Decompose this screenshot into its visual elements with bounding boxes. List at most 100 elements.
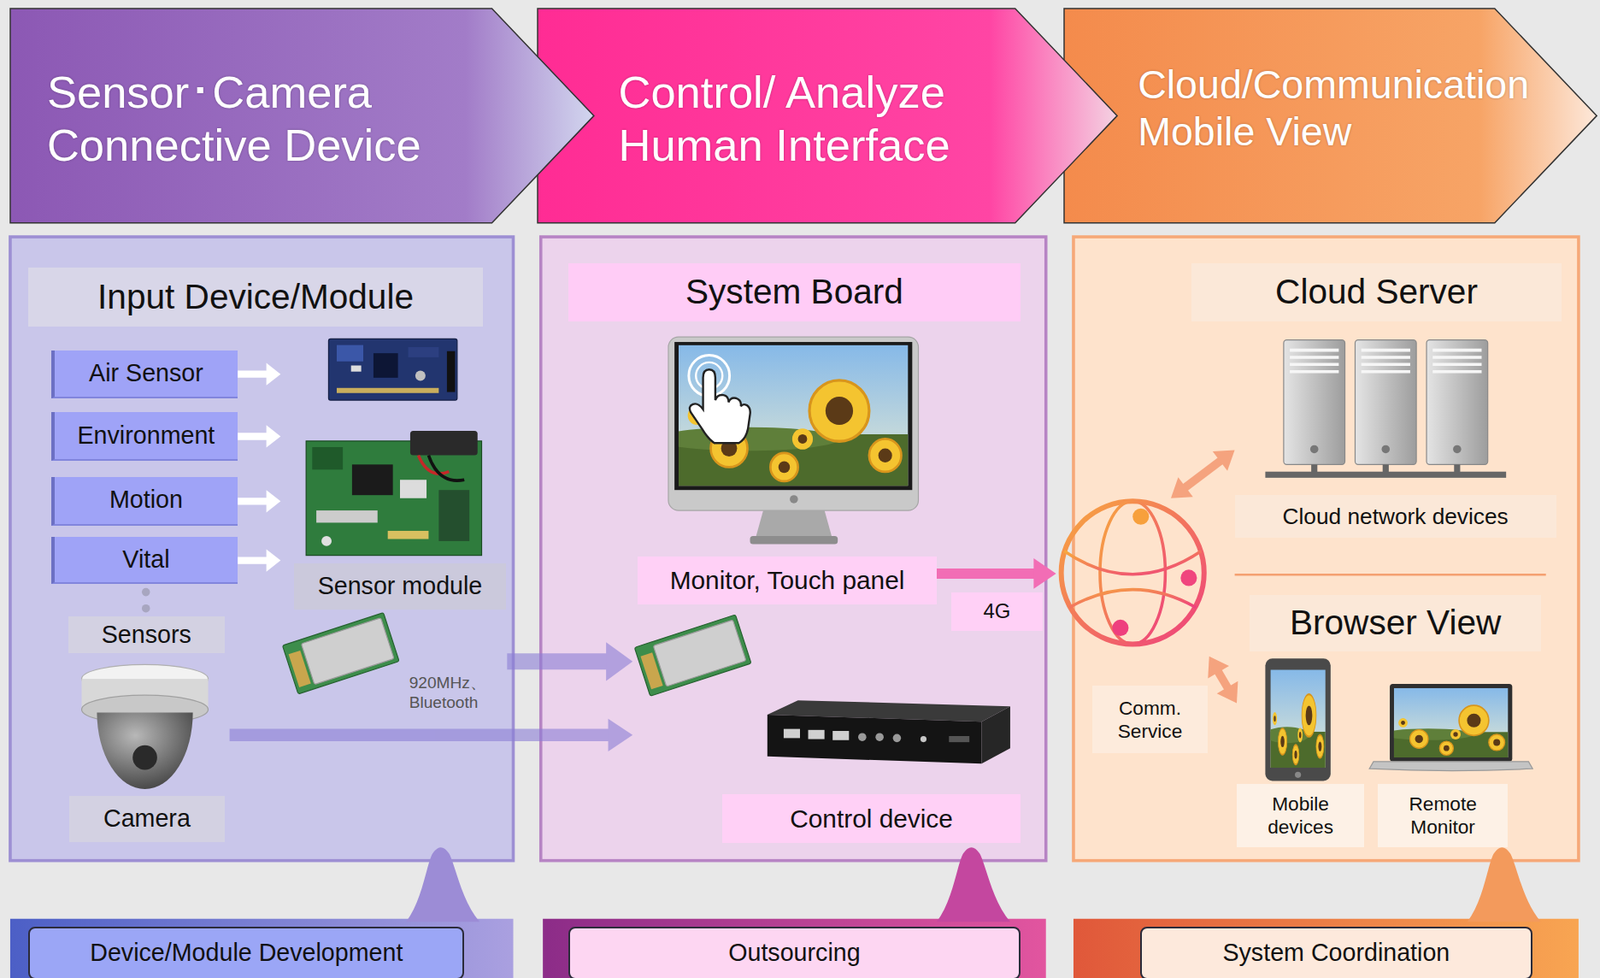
node-text: System Board [685, 271, 904, 313]
text-box: System Board [568, 263, 1021, 322]
air-sensor-board [408, 347, 440, 358]
monitor [750, 535, 839, 545]
mini-pc [858, 732, 867, 742]
mini-pc [808, 729, 825, 740]
sensor-module-board [311, 447, 343, 470]
browser-view-group: Mobile devicesRemote MonitorBrowser View [1236, 594, 1557, 853]
stage-panel: Monitor, Touch panelControl device System… [541, 236, 1047, 861]
node-text: Control/ Analyze Human Interface [617, 65, 979, 172]
connector-shaft [1183, 459, 1222, 489]
sensor-module-board [388, 530, 430, 540]
air-sensor-board [328, 338, 457, 400]
connector-arrow [936, 558, 1057, 589]
text-box: Motion [54, 476, 238, 524]
bottom-band [405, 847, 480, 922]
edge-label-box: 920MHz、Bluetooth [408, 670, 514, 715]
monitor [655, 336, 918, 544]
chevron-header: Sensor･Camera Connective Device [10, 8, 595, 224]
connector-arrow [1170, 449, 1236, 498]
connector-arrow [237, 489, 281, 512]
mini-pc [767, 700, 1011, 764]
connector-shaft [506, 652, 609, 670]
edge-label-box: 4G [951, 592, 1043, 631]
chevron-header: Cloud/Communication Mobile View [1064, 8, 1597, 224]
connector-arrow [1207, 656, 1238, 704]
sensor-module-board [305, 441, 482, 556]
sensor-module-board [321, 535, 332, 547]
panel-ground [10, 236, 514, 861]
text-box: Comm. Service [1092, 685, 1208, 753]
chevron-outline [537, 8, 1118, 224]
text-box: Sensor･Camera Connective Device [47, 61, 479, 177]
role-box: Device/Module Development [28, 926, 465, 978]
server-rack [1453, 464, 1460, 473]
network-globe [1064, 551, 1201, 575]
sensor-module-board [316, 510, 378, 523]
mobile-device-group: Mobile devices [1238, 656, 1362, 849]
bottom-band [936, 847, 1011, 922]
panel-ground [10, 236, 1579, 861]
connector-shaft [237, 497, 268, 505]
text-box: Camera [69, 795, 224, 842]
role-box: Outsourcing [568, 926, 1021, 978]
node-text: Cloud/Communication Mobile View [1137, 61, 1570, 156]
arrow-head [1217, 681, 1239, 704]
sensor-module-board [410, 430, 478, 456]
ellipsis-dots [141, 588, 151, 613]
mini-pc [875, 732, 884, 742]
text-box: System Coordination [1141, 928, 1532, 978]
ellipsis-dots [141, 604, 151, 613]
stage-panel: Cloud network devicesMobile devicesRemot… [1073, 236, 1579, 861]
arrow-head [266, 424, 282, 448]
network-globe [1180, 569, 1197, 586]
sensor-module-board [400, 479, 427, 498]
node-text: Browser View [1289, 602, 1501, 644]
separator-line [1235, 573, 1547, 576]
connector-shaft [237, 556, 268, 564]
network-globe [1111, 619, 1129, 636]
text-box: Vital [54, 536, 238, 583]
text-box: Cloud/Communication Mobile View [1137, 57, 1570, 159]
radio-module [282, 612, 400, 695]
sensors-label-box: Sensors [68, 616, 225, 653]
text-box: Outsourcing [570, 928, 1019, 978]
air-sensor-board [373, 352, 399, 378]
arrow-head [1207, 656, 1230, 679]
stage-panel: Air SensorEnvironmentMotionVitalSensorsS… [10, 236, 514, 861]
monitor [689, 369, 751, 443]
text-box: Cloud network devices [1235, 494, 1557, 538]
node-text: System Coordination [1222, 938, 1450, 968]
connector-shaft [1217, 670, 1230, 689]
connector-arrow [237, 363, 281, 386]
sensor-module-board [428, 455, 465, 482]
server-rack [1311, 464, 1318, 473]
chevron-outline [1064, 8, 1597, 224]
text-box: Cloud Server [1191, 263, 1561, 322]
mini-pc [832, 730, 849, 741]
bottom-band [542, 918, 1047, 978]
monitor [655, 345, 908, 487]
control-device-group: Control device [632, 610, 1021, 843]
air-sensor-board [447, 351, 456, 393]
text-box: Control device [722, 794, 1021, 843]
air-sensor-board [336, 388, 439, 394]
server-rack [1382, 445, 1391, 454]
air-sensor-board [415, 370, 426, 381]
laptop [1369, 761, 1533, 771]
smartphone [1264, 669, 1326, 768]
panel-ground [541, 236, 1047, 861]
monitor-group: Monitor, Touch panel [637, 336, 937, 605]
comm-service-group: Comm. Service [1056, 498, 1210, 754]
smartphone [1264, 658, 1330, 781]
sensor-module-board [352, 464, 394, 495]
node-text: Outsourcing [728, 938, 860, 968]
node-text: Camera [103, 804, 191, 834]
air-sensor-board [328, 338, 457, 400]
mini-pc [767, 714, 983, 764]
dome-camera [96, 712, 193, 790]
text-box: Input Device/Module [28, 267, 483, 327]
air-sensor-board [351, 365, 362, 372]
arrow-head [605, 641, 633, 681]
node-text: Mobile devices [1243, 792, 1359, 839]
text-box: Sensor module [294, 563, 506, 610]
